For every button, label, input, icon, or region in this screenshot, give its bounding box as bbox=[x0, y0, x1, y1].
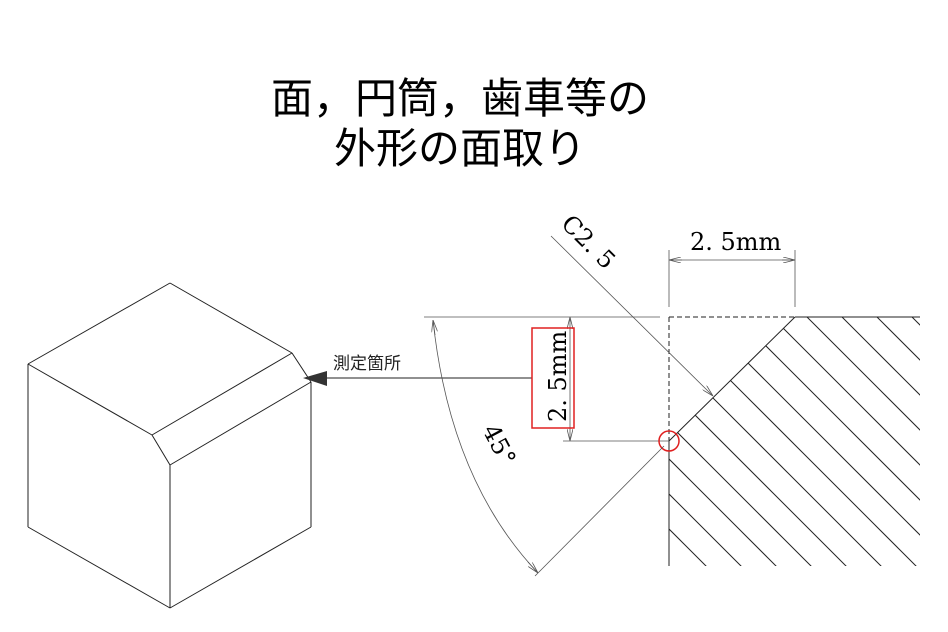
chamfer-callout-label: C2. 5 bbox=[556, 209, 621, 274]
hatch-line bbox=[754, 317, 920, 566]
vertical-dimension-label: 2. 5mm bbox=[544, 330, 572, 422]
hatch-line bbox=[669, 317, 881, 566]
highlight-box bbox=[531, 327, 575, 429]
hatch-line bbox=[669, 317, 741, 566]
hatch-line bbox=[669, 317, 776, 566]
section-profile bbox=[424, 300, 948, 600]
hatch-line bbox=[789, 317, 920, 566]
title-line-1: 面，円筒，歯車等の bbox=[270, 74, 649, 123]
title-line-2: 外形の面取り bbox=[333, 124, 586, 173]
hatch-line bbox=[859, 317, 920, 566]
measurement-point-label: 測定箇所 bbox=[333, 354, 401, 374]
measurement-leader bbox=[303, 371, 532, 386]
hatch-line bbox=[824, 317, 920, 566]
hatch-line bbox=[719, 317, 920, 566]
horizontal-dimension bbox=[668, 250, 796, 307]
hatch-line bbox=[684, 317, 920, 566]
highlight-circle bbox=[658, 430, 680, 452]
horizontal-dimension-label: 2. 5mm bbox=[690, 228, 782, 256]
chamfer-leader bbox=[550, 235, 713, 396]
angle-dimension bbox=[433, 320, 665, 577]
chamfered-cube bbox=[27, 282, 312, 609]
vertical-dimension bbox=[563, 317, 669, 442]
hatch-line bbox=[669, 317, 916, 566]
hatch-line bbox=[930, 300, 948, 600]
leader-arrowhead-icon bbox=[303, 371, 327, 386]
hatch-line bbox=[894, 317, 920, 566]
angle-label: 45° bbox=[477, 420, 522, 471]
hatch-line bbox=[669, 317, 811, 566]
section-hatching bbox=[669, 300, 948, 600]
hatch-line bbox=[669, 317, 846, 566]
